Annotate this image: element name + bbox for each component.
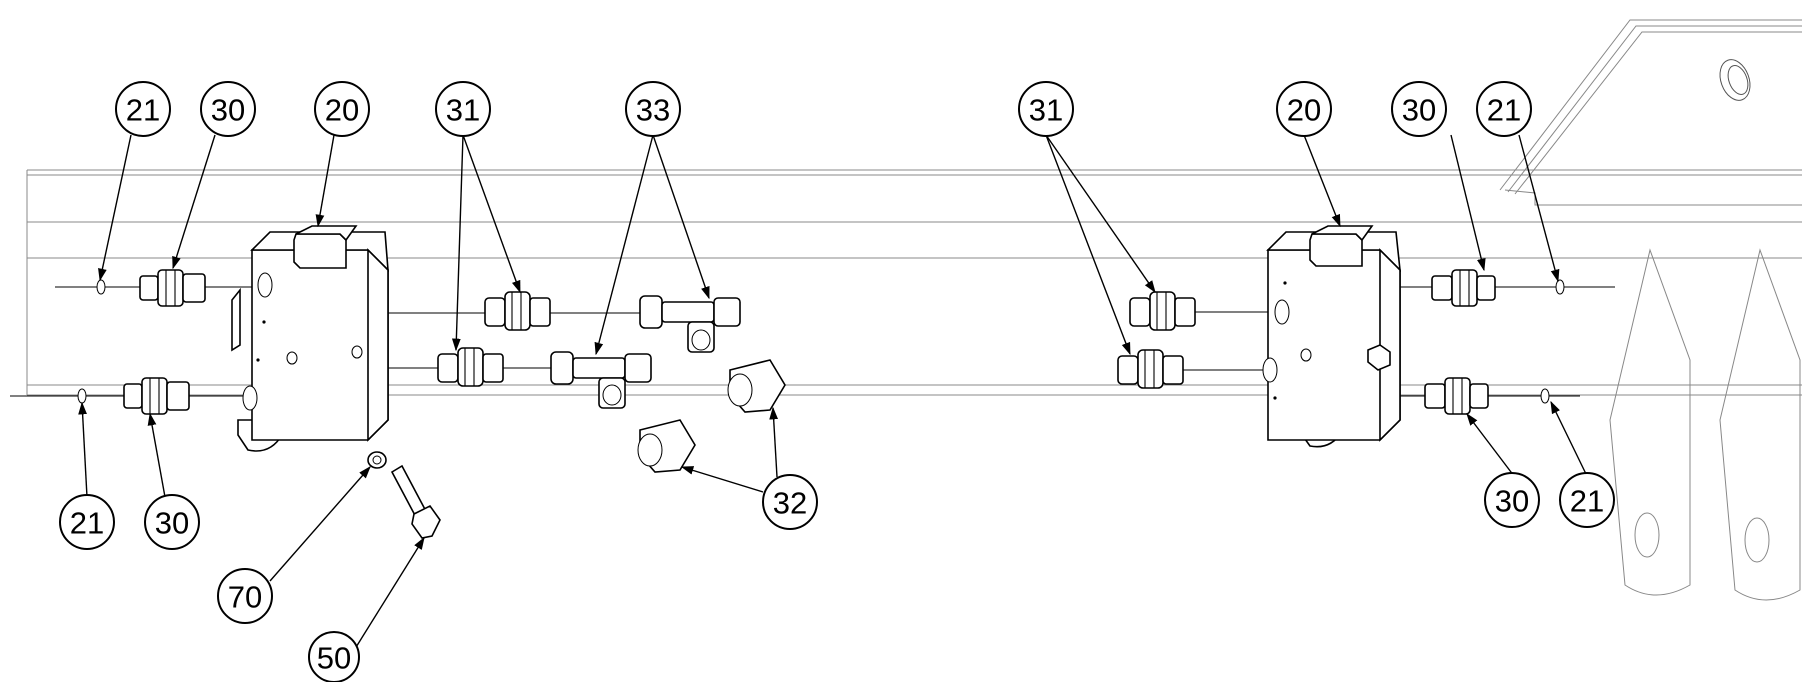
callout-label: 21: [1570, 484, 1604, 519]
callout-30: 30: [1391, 81, 1447, 137]
callout-label: 30: [1402, 93, 1436, 128]
callout-label: 30: [1495, 484, 1529, 519]
leader-line: [1550, 400, 1588, 477]
bolt: [390, 464, 441, 539]
leader-line: [1303, 134, 1341, 228]
leader-line: [147, 412, 166, 498]
o-ring: [1540, 388, 1550, 404]
leader-line: [462, 134, 521, 294]
callout-21: 21: [59, 494, 115, 550]
leader-line: [1045, 134, 1156, 294]
fitting-31: [1117, 349, 1184, 389]
fitting-31: [437, 347, 504, 387]
right-assembly: [1117, 225, 1615, 448]
leader-line: [172, 134, 216, 270]
callout-label: 70: [228, 580, 262, 615]
leader-line: [680, 466, 764, 493]
callout-label: 31: [446, 93, 480, 128]
valve-block: [1262, 225, 1402, 448]
callout-20: 20: [1276, 81, 1332, 137]
callout-label: 21: [70, 506, 104, 541]
callout-30: 30: [200, 81, 256, 137]
callout-label: 32: [773, 486, 807, 521]
callout-31: 31: [435, 81, 491, 137]
callout-21: 21: [1476, 81, 1532, 137]
callout-label: 21: [1487, 93, 1521, 128]
fitting-30: [123, 377, 190, 415]
callout-20: 20: [314, 81, 370, 137]
callout-33: 33: [625, 81, 681, 137]
washer: [367, 451, 387, 469]
leader-line: [594, 134, 654, 356]
leader-line: [315, 134, 335, 228]
callout-21: 21: [1559, 472, 1615, 528]
leader-line: [769, 406, 779, 478]
callout-label: 31: [1029, 93, 1063, 128]
callouts: 21 30 20 31 33 31 20 30: [59, 81, 1615, 682]
leader-line: [1518, 134, 1560, 283]
fitting-30: [1431, 269, 1496, 307]
leader-line: [652, 134, 710, 300]
callout-label: 30: [211, 93, 245, 128]
fitting-30: [1424, 377, 1489, 415]
callout-50: 50: [308, 631, 360, 682]
o-ring: [1555, 279, 1565, 295]
o-ring: [96, 279, 106, 295]
tee-fitting: [550, 351, 652, 409]
callout-label: 50: [317, 641, 351, 676]
leader-line: [1450, 134, 1486, 272]
leader-line: [98, 134, 132, 282]
leader-line: [1045, 134, 1131, 356]
callout-label: 20: [1287, 93, 1321, 128]
leader-lines: [78, 134, 1588, 653]
callout-30: 30: [1484, 472, 1540, 528]
leader-line: [352, 536, 425, 653]
leader-line: [78, 401, 88, 498]
callout-label: 20: [325, 93, 359, 128]
leader-line: [269, 466, 371, 582]
fitting-31: [1129, 291, 1196, 331]
fitting-30: [139, 269, 206, 307]
callout-label: 30: [155, 506, 189, 541]
leader-line: [451, 134, 464, 352]
callout-label: 33: [636, 93, 670, 128]
valve-block: [231, 225, 389, 452]
callout-21: 21: [115, 81, 171, 137]
callout-label: 21: [126, 93, 160, 128]
cap: [727, 359, 786, 413]
tee-fitting: [639, 295, 741, 353]
callout-32: 32: [762, 474, 818, 530]
callout-30: 30: [144, 494, 200, 550]
cap: [637, 419, 696, 473]
callout-31: 31: [1018, 81, 1074, 137]
leader-line: [1466, 412, 1515, 477]
fitting-31: [484, 291, 551, 331]
o-ring: [77, 388, 87, 404]
left-assembly: [10, 225, 786, 539]
callout-70: 70: [217, 568, 273, 624]
